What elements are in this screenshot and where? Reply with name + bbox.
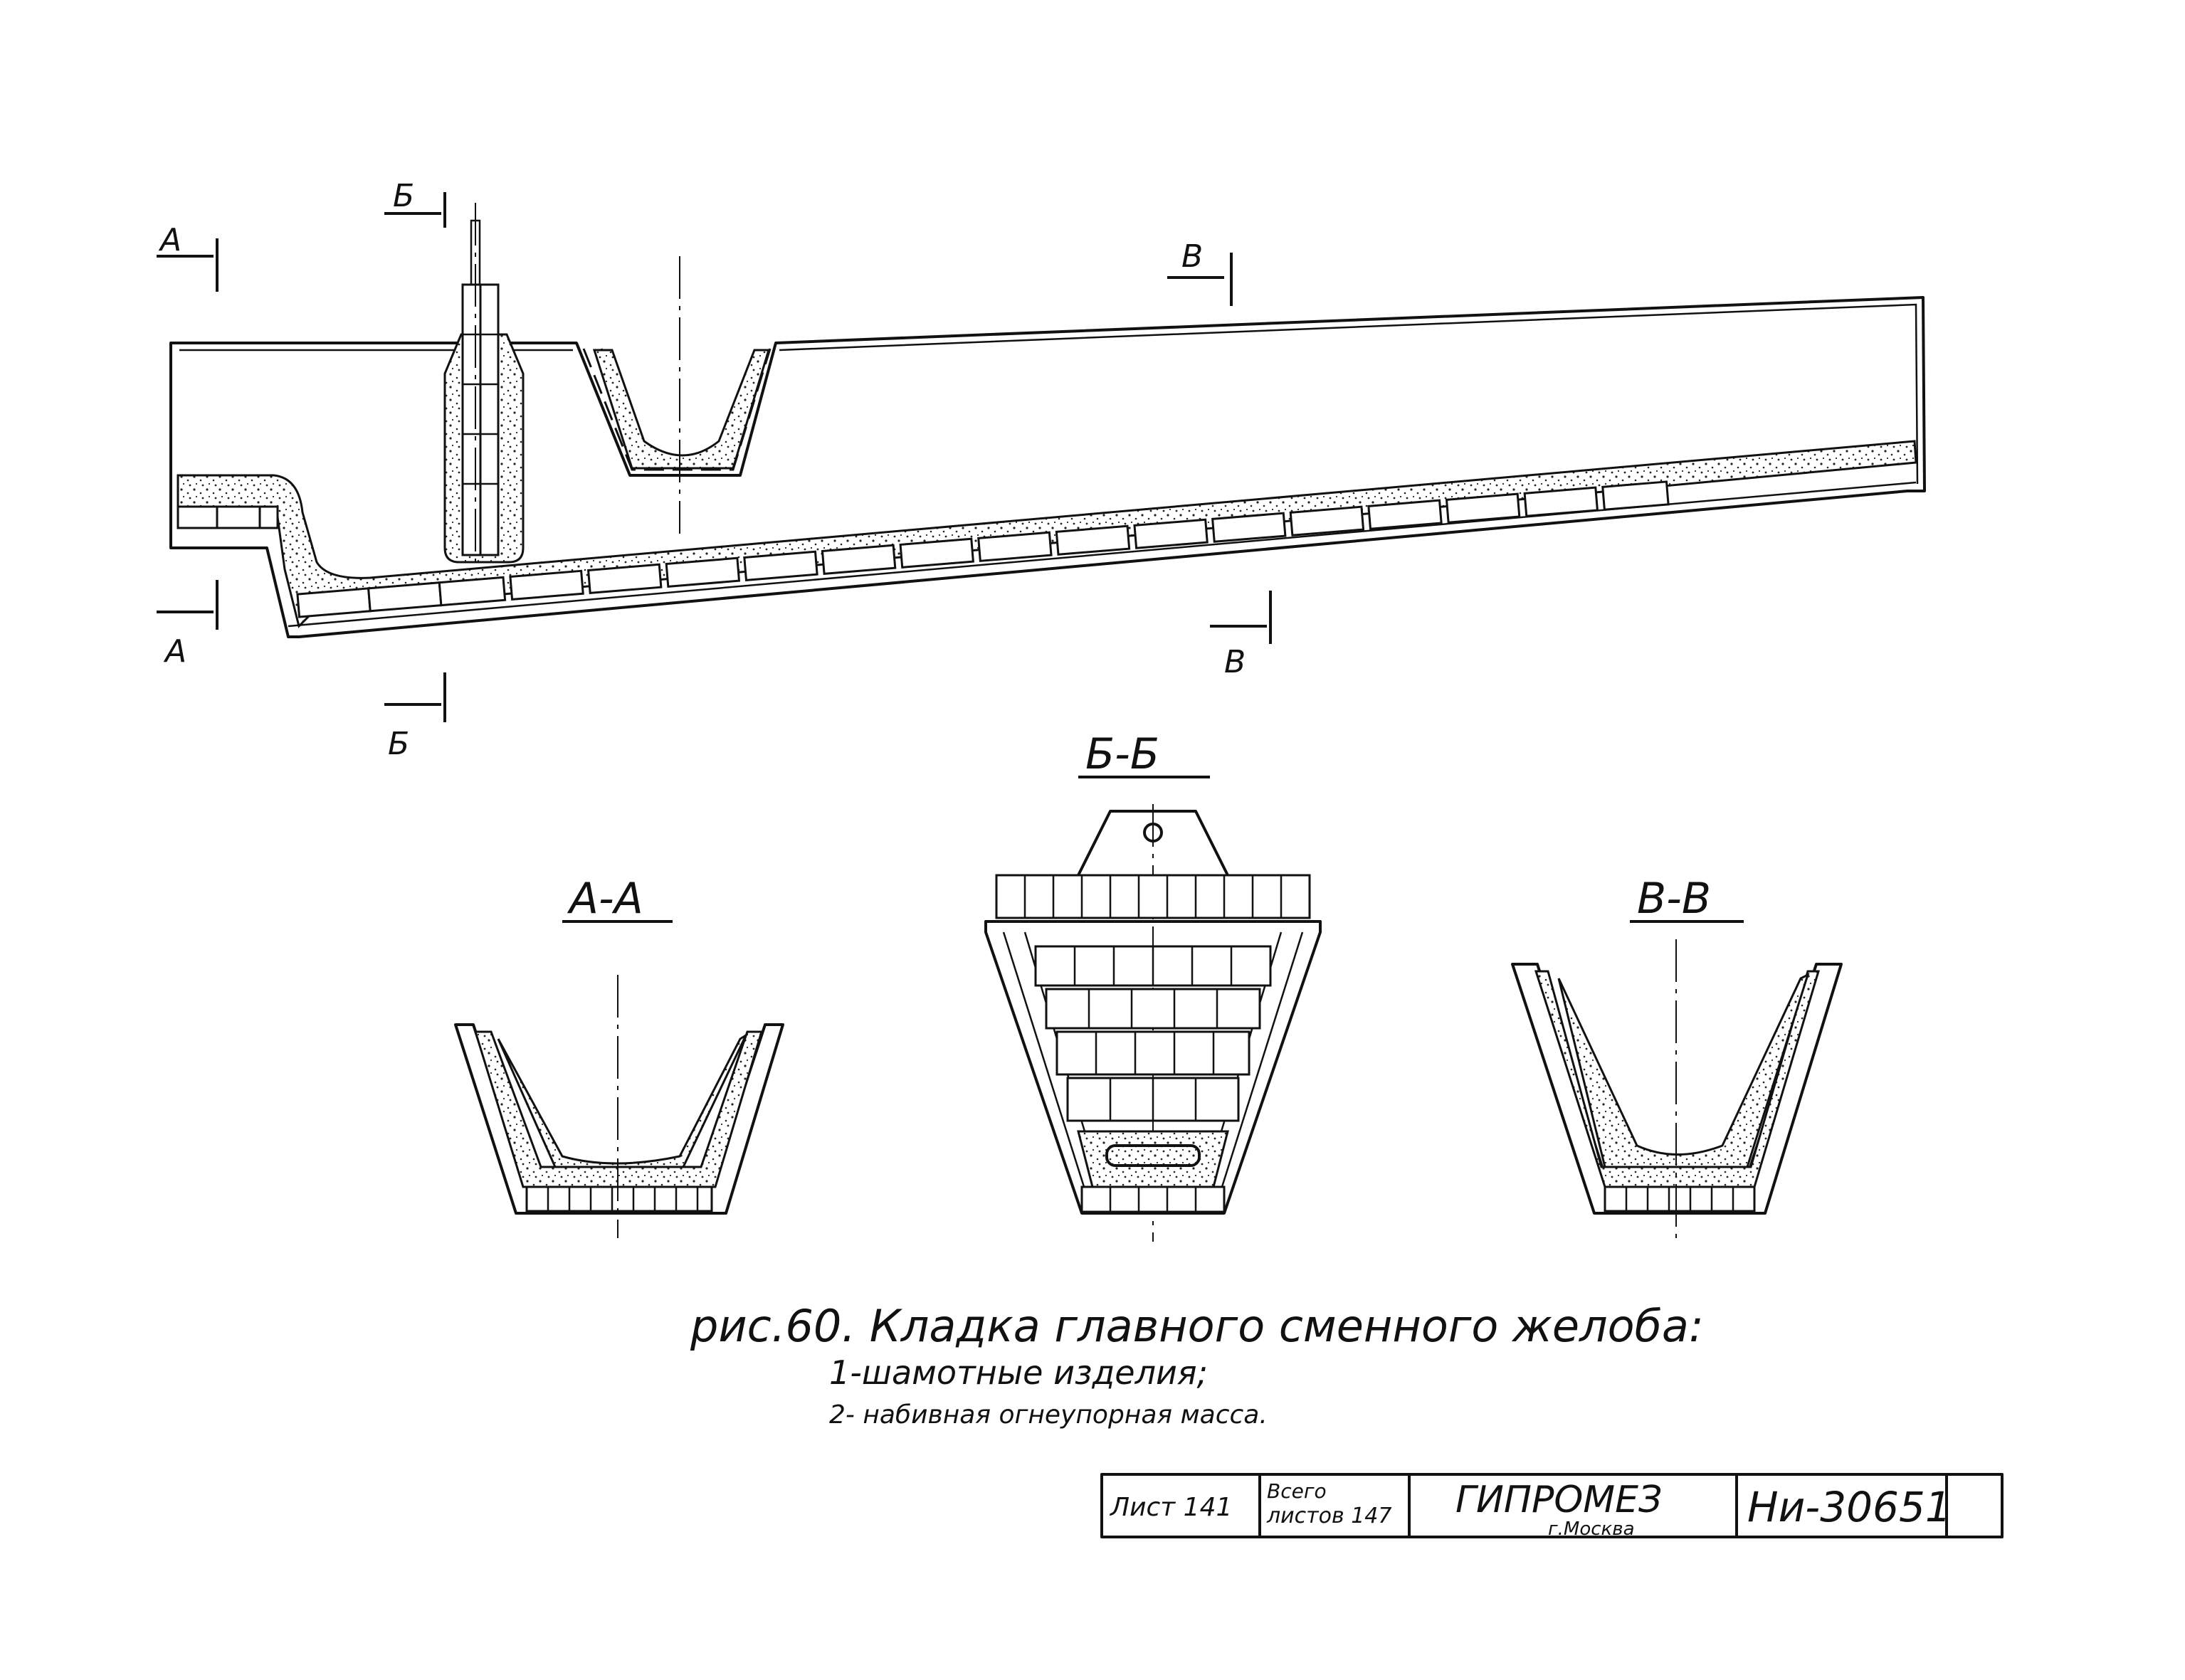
bb-top-bricks: [995, 874, 1311, 919]
section-vv: В-В: [1511, 874, 1843, 1238]
shell-bottom: [288, 481, 1917, 628]
caption-title: рис.60. Кладка главного сменного желоба:: [690, 1300, 1704, 1352]
org-city: г.Москва: [1548, 1518, 1635, 1540]
svg-text:В: В: [1224, 644, 1246, 680]
bottom-bricks-sloped: [296, 480, 1670, 618]
figure-caption: рис.60. Кладка главного сменного желоба:…: [690, 1300, 1704, 1430]
svg-text:Б: Б: [393, 178, 414, 214]
cut-mark-b-top: Б: [384, 178, 446, 228]
svg-text:В-В: В-В: [1637, 874, 1711, 924]
svg-text:Б: Б: [388, 726, 409, 762]
aa-bottom-bricks: [525, 1185, 713, 1213]
caption-item-1: 1-шамотные изделия;: [829, 1353, 1208, 1392]
caption-item-2: 2- набивная огнеупорная масса.: [829, 1400, 1268, 1430]
title-block: Лист 141 Всего листов 147 ГИПРОМЕЗ г.Мос…: [1100, 1473, 2004, 1540]
svg-text:В: В: [1181, 238, 1203, 275]
gate-assembly: [443, 203, 525, 569]
cut-mark-a-bottom: А: [157, 580, 218, 670]
section-bb: Б-Б: [984, 729, 1322, 1242]
section-aa: А-А: [454, 874, 784, 1238]
svg-text:Б-Б: Б-Б: [1085, 729, 1159, 779]
svg-text:А: А: [163, 633, 186, 670]
cut-mark-b-bottom: Б: [384, 672, 446, 762]
total-label-2: листов 147: [1266, 1504, 1391, 1528]
sheet-label: Лист 141: [1109, 1493, 1232, 1522]
longitudinal-section: А А Б Б В В: [157, 178, 1926, 762]
svg-text:А-А: А-А: [567, 874, 643, 924]
bb-brick-rows: [1034, 945, 1272, 1122]
doc-number: Ни-30651: [1747, 1483, 1952, 1531]
bottom-bricks-left: [177, 505, 279, 529]
org-name: ГИПРОМЕЗ: [1455, 1479, 1662, 1521]
skimmer-mass: [592, 349, 771, 470]
total-label-1: Всего: [1267, 1479, 1327, 1503]
svg-text:А: А: [158, 222, 181, 258]
trough-outer-shell: [169, 296, 1926, 638]
cut-mark-v-bottom: В: [1210, 591, 1272, 680]
cut-mark-v-top: В: [1167, 238, 1233, 306]
cut-mark-a-top: А: [157, 222, 218, 292]
